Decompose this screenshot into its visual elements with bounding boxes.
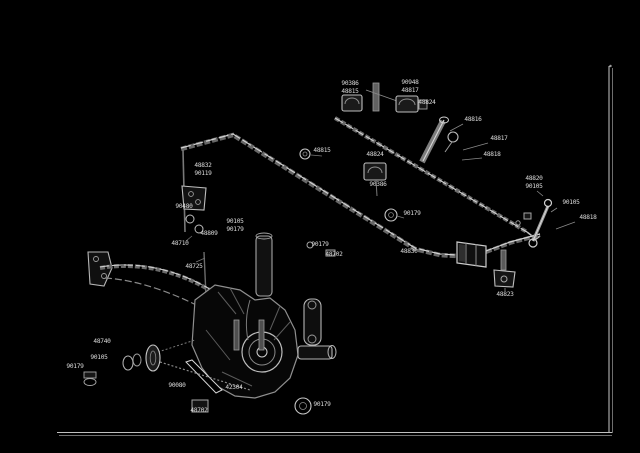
part-label: 90179: [403, 210, 421, 217]
part-label: 48817: [490, 135, 508, 142]
part-label: 48818: [483, 151, 501, 158]
part-label: 90386: [369, 181, 387, 188]
part-label: 48809: [200, 230, 218, 237]
part-label: 90179: [66, 363, 84, 370]
clamp-cluster-2: [395, 95, 428, 113]
knuckle-cluster: [191, 232, 337, 415]
part-label: 48824: [366, 151, 384, 158]
part-label: 90105: [562, 199, 580, 206]
label-leaders: [185, 154, 506, 291]
part-label: 48815: [313, 147, 331, 154]
part-label: 48702: [190, 407, 208, 414]
mid-hardware: [299, 148, 398, 257]
left-drop-assembly: [181, 149, 207, 297]
part-label: 90386: [341, 80, 359, 87]
part-label: 90080: [168, 382, 186, 389]
clamp-cluster-1: [341, 82, 398, 112]
part-labels: 9038648815909484881748824488164881748818…: [66, 79, 597, 414]
part-label: 48824: [418, 99, 436, 106]
bar-bushing-box: [456, 241, 487, 268]
part-label: 48710: [171, 240, 189, 247]
border-top-tick: [609, 64, 612, 68]
part-label: 48817: [401, 87, 419, 94]
part-label: 90179: [226, 226, 244, 233]
part-label: 42304: [225, 384, 243, 391]
part-label: 48815: [341, 88, 359, 95]
part-label: 48830: [400, 248, 418, 255]
part-label: 48823: [496, 291, 514, 298]
part-label: 90105: [525, 183, 543, 190]
page-border: [57, 64, 613, 436]
part-label: 48740: [93, 338, 111, 345]
part-label: 90119: [194, 170, 212, 177]
part-label: 48818: [579, 214, 597, 221]
part-label: 48725: [185, 263, 203, 270]
part-label: 90948: [401, 79, 419, 86]
stabilizer-link-assembly: [515, 190, 576, 248]
part-label: 48832: [194, 162, 212, 169]
bottom-hardware-row: [83, 339, 251, 394]
lateral-rod: [333, 116, 541, 240]
part-label: 48816: [464, 116, 482, 123]
bushing-fan: [419, 116, 489, 164]
stabilizer-bar: [180, 132, 541, 259]
part-label: 90179: [311, 241, 329, 248]
part-label: 48702: [325, 251, 343, 258]
part-label: 48820: [525, 175, 543, 182]
part-label: 90480: [175, 203, 193, 210]
part-label: 90179: [313, 401, 331, 408]
part-label: 90105: [90, 354, 108, 361]
part-label: 90105: [226, 218, 244, 225]
